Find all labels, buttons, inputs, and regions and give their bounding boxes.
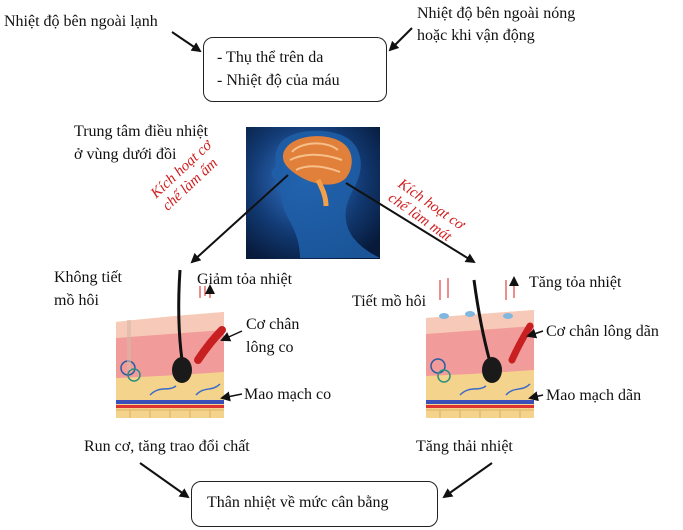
control-center-line2: ở vùng dưới đồi — [74, 146, 177, 163]
hot-outside-label-line1: Nhiệt độ bên ngoài nóng — [417, 5, 576, 22]
sweat-label: Tiết mồ hôi — [352, 293, 427, 310]
balance-label: Thân nhiệt về mức cân bằng — [207, 494, 389, 511]
brain-head-image — [246, 127, 380, 259]
right-muscle-label: Cơ chân lông dãn — [546, 323, 659, 340]
left-skin-diagram — [116, 269, 226, 418]
right-capillary-label: Mao mạch dãn — [546, 387, 642, 404]
reduce-heat-label: Giảm tỏa nhiệt — [197, 271, 293, 288]
arrow-head-to-right — [345, 182, 476, 264]
balance-box: Thân nhiệt về mức cân bằng — [191, 481, 438, 527]
right-skin-diagram — [426, 278, 534, 418]
left-result-label: Run cơ, tăng trao đổi chất — [84, 438, 250, 455]
left-capillary-label: Mao mạch co — [244, 386, 332, 403]
no-sweat-line2: mồ hôi — [54, 292, 99, 309]
receptors-line1: - Thụ thể trên da — [217, 49, 324, 66]
arrow-hot-to-receptors — [388, 27, 413, 52]
pointer-right-capillary — [528, 391, 544, 402]
control-center-line1: Trung tâm điều nhiệt — [74, 123, 209, 140]
arrow-right-to-balance — [442, 462, 493, 499]
arrow-left-to-balance — [139, 462, 190, 499]
left-muscle-line1: Cơ chân — [246, 316, 300, 333]
arrow-head-to-left — [190, 174, 289, 264]
pointer-right-muscle — [526, 328, 544, 339]
receptors-box: - Thụ thể trên da - Nhiệt độ của máu — [203, 37, 387, 102]
left-muscle-line2: lông co — [246, 339, 294, 356]
cold-outside-label: Nhiệt độ bên ngoài lạnh — [4, 13, 158, 30]
right-result-label: Tăng thải nhiệt — [416, 438, 513, 455]
no-sweat-line1: Không tiết — [54, 269, 122, 286]
hot-outside-label-line2: hoặc khi vận động — [417, 27, 535, 44]
pointer-left-muscle — [220, 330, 243, 342]
increase-heat-label: Tăng tỏa nhiệt — [529, 274, 622, 291]
arrow-cold-to-receptors — [171, 31, 202, 53]
receptors-line2: - Nhiệt độ của máu — [217, 72, 340, 89]
pointer-left-capillary — [220, 391, 243, 402]
